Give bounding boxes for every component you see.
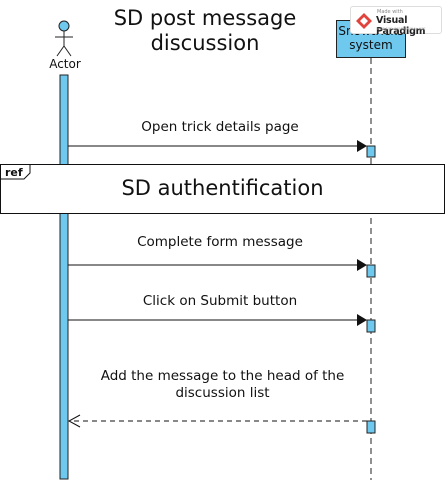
return-message-line2: discussion list [175, 385, 270, 401]
watermark-made-with: Made with [377, 9, 403, 15]
actor-label: Actor [49, 57, 81, 71]
message-label: Click on Submit button [142, 293, 298, 309]
diagram-title-line1: SD post message [113, 6, 297, 30]
message-label: Open trick details page [141, 119, 299, 135]
diagram-title: SD post message discussion [100, 6, 310, 56]
ref-tag: ref [5, 166, 23, 179]
message-label: Complete form message [137, 234, 303, 250]
arrowhead-icon [357, 140, 367, 152]
actor-icon [55, 20, 73, 57]
return-message-line1: Add the message to the head of the [100, 368, 345, 384]
ref-frame: ref SD authentification [0, 164, 445, 214]
return-message-label: Add the message to the head of the discu… [70, 368, 375, 402]
watermark-brand: Visual Paradigm [376, 15, 426, 37]
visual-paradigm-logo-icon [356, 13, 372, 29]
system-activation-bar [366, 264, 376, 278]
system-activation-bar [366, 420, 376, 434]
open-arrowhead-icon [67, 414, 81, 428]
watermark-sub: NOT FOR COMMERCIAL USE [377, 27, 426, 31]
watermark-badge: Made with Visual Paradigm NOT FOR COMMER… [350, 6, 442, 37]
system-activation-bar [366, 145, 376, 158]
diagram-title-line2: discussion [150, 31, 260, 55]
actor-activation-bar [59, 74, 69, 480]
ref-title: SD authentification [121, 176, 324, 200]
arrowhead-icon [357, 259, 367, 271]
system-activation-bar [366, 319, 376, 333]
ref-tag-corner [0, 164, 31, 180]
arrowhead-icon [357, 314, 367, 326]
